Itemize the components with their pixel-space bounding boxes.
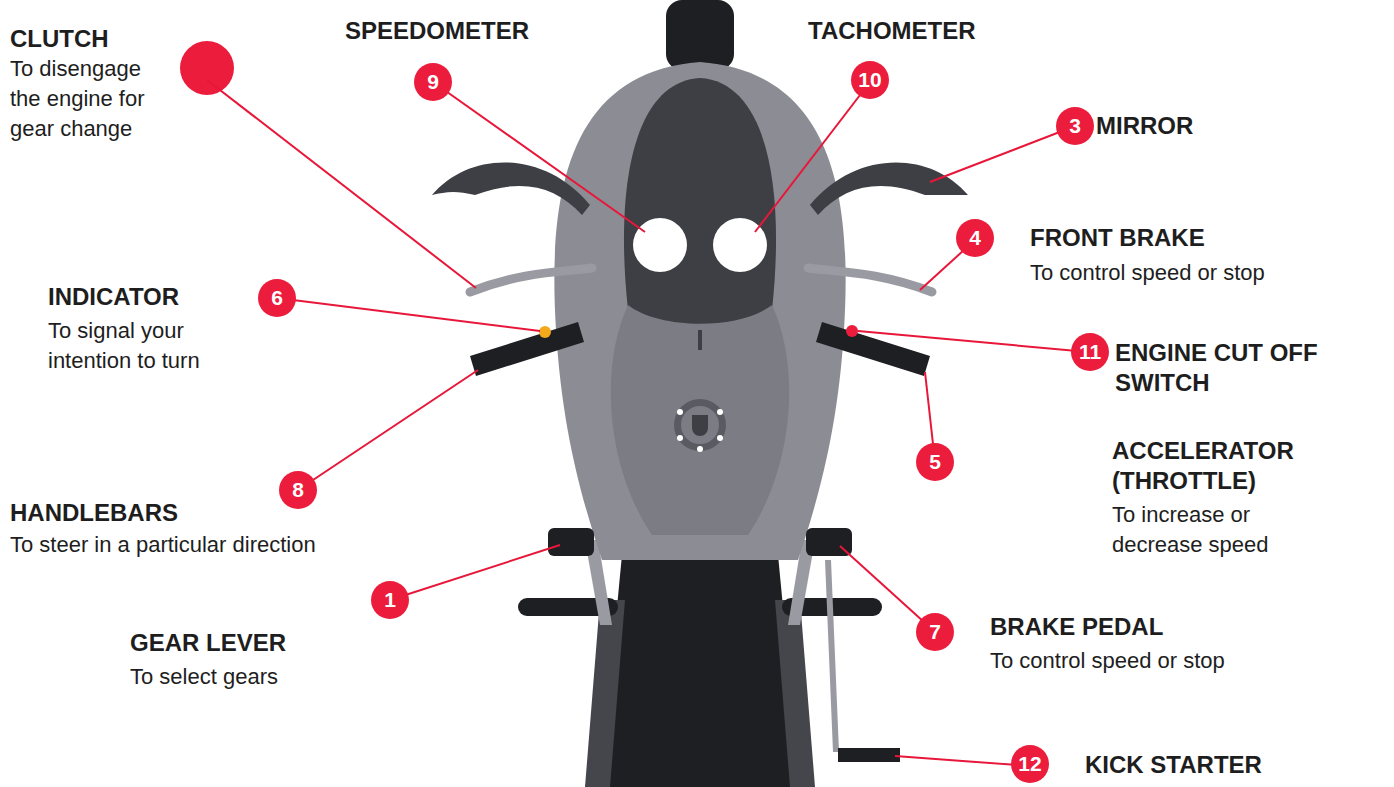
callout-number: 11 xyxy=(1071,333,1109,371)
callout-number: 3 xyxy=(1056,107,1094,145)
part-name: MIRROR xyxy=(1096,111,1296,141)
part-name: ENGINE CUT OFF SWITCH xyxy=(1115,338,1355,398)
callout-number: 8 xyxy=(279,471,317,509)
part-description: To control speed or stop xyxy=(990,646,1320,676)
part-name: GEAR LEVER xyxy=(130,628,370,658)
callout-number: 10 xyxy=(851,61,889,99)
callout-number: 6 xyxy=(258,279,296,317)
part-name: FRONT BRAKE xyxy=(1030,223,1290,253)
part-name: HANDLEBARS xyxy=(10,498,310,528)
callout-number: 1 xyxy=(371,581,409,619)
callout-number: 9 xyxy=(414,63,452,101)
callout-number: 4 xyxy=(956,219,994,257)
part-description: To select gears xyxy=(130,662,370,692)
part-name: CLUTCH xyxy=(10,24,210,54)
part-description: To disengage the engine for gear change xyxy=(10,54,175,144)
part-name: KICK STARTER xyxy=(1085,750,1345,780)
part-name: ACCELERATOR (THROTTLE) xyxy=(1112,436,1332,496)
part-name: INDICATOR xyxy=(48,282,248,312)
part-name: TACHOMETER xyxy=(808,16,1068,46)
part-description: To steer in a particular direction xyxy=(10,530,490,560)
callout-number: 5 xyxy=(916,443,954,481)
part-name: SPEEDOMETER xyxy=(345,16,605,46)
part-description: To signal your intention to turn xyxy=(48,316,213,376)
part-description: To control speed or stop xyxy=(1030,258,1360,288)
callout-number: 12 xyxy=(1011,745,1049,783)
part-description: To increase or decrease speed xyxy=(1112,500,1302,560)
part-name: BRAKE PEDAL xyxy=(990,612,1290,642)
callout-number: 7 xyxy=(916,613,954,651)
